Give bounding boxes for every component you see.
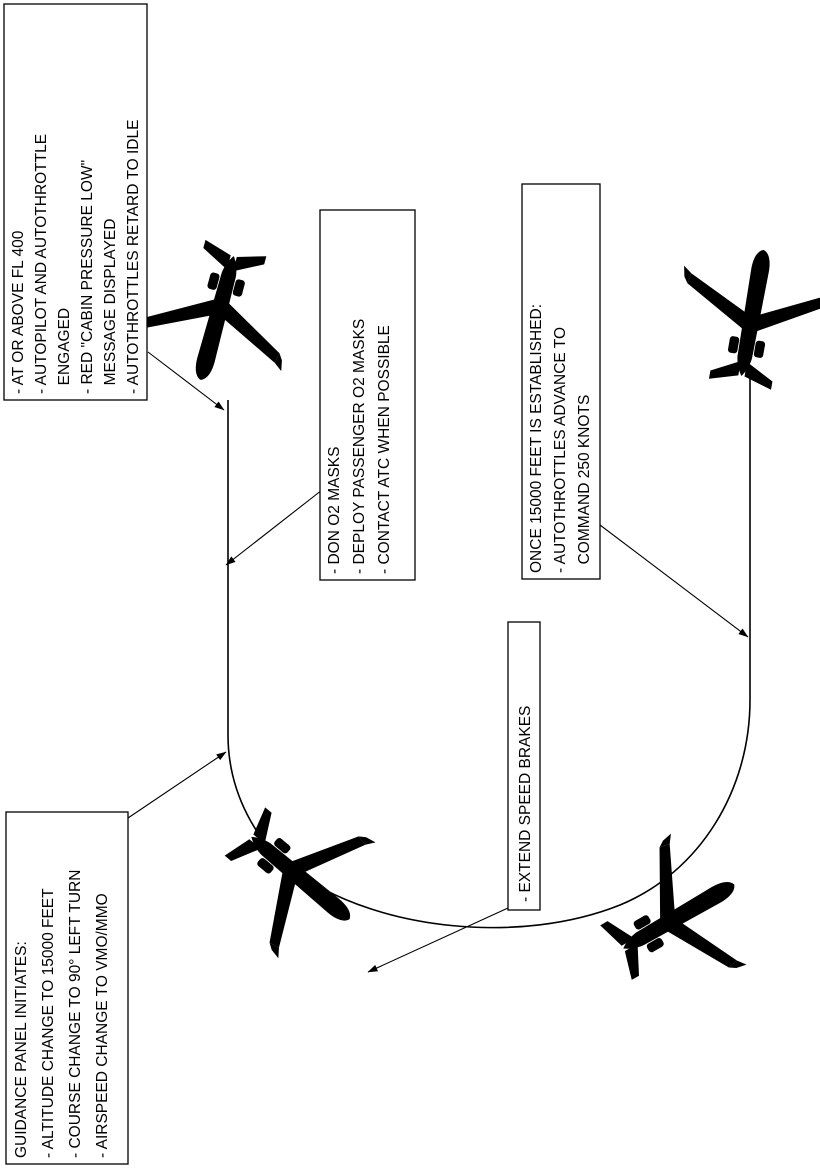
leader-cruise <box>147 351 225 411</box>
leader-level-off <box>599 524 749 638</box>
aircraft-level-off <box>664 236 820 398</box>
callout-guidance-line-1: GUIDANCE PANEL INITIATES: <box>13 941 30 1158</box>
callout-cruise-line-2: - AUTOPILOT AND AUTOTHROTTLE <box>33 134 50 394</box>
callout-level-off-line-1: ONCE 15000 FEET IS ESTABLISHED: <box>528 304 545 573</box>
callout-guidance-line-2: - ALTITUDE CHANGE TO 15000 FEET <box>40 888 57 1158</box>
callout-masks-line-3: - CONTACT ATC WHEN POSSIBLE <box>376 325 393 574</box>
callout-guidance-line-4: - AIRSPEED CHANGE TO VMO/MMO <box>94 893 111 1158</box>
callout-level-off: ONCE 15000 FEET IS ESTABLISHED: - AUTOTH… <box>521 183 601 580</box>
callout-cruise-line-5: MESSAGE DISPLAYED <box>102 219 119 394</box>
callout-level-off-line-3: COMMAND 250 KNOTS <box>576 395 593 573</box>
aircraft-descent <box>577 818 773 1019</box>
aircraft-cruise <box>127 227 310 401</box>
callout-masks-line-2: - DEPLOY PASSENGER O2 MASKS <box>351 319 368 574</box>
leader-speed-brakes <box>367 907 509 973</box>
callout-cruise-line-3: ENGAGED <box>56 308 73 394</box>
callout-masks-line-1: - DON O2 MASKS <box>326 447 343 574</box>
callout-guidance: GUIDANCE PANEL INITIATES: - ALTITUDE CHA… <box>5 811 129 1165</box>
aircraft-turn-start <box>195 772 399 978</box>
callout-masks: - DON O2 MASKS - DEPLOY PASSENGER O2 MAS… <box>319 209 416 581</box>
callout-speed-brakes: - EXTEND SPEED BRAKES <box>507 621 541 911</box>
callout-guidance-line-3: - COURSE CHANGE TO 90° LEFT TURN <box>67 870 84 1158</box>
callout-cruise: - AT OR ABOVE FL 400 - AUTOPILOT AND AUT… <box>3 3 148 401</box>
callout-cruise-line-4: - RED "CABIN PRESSURE LOW" <box>79 160 96 394</box>
callout-cruise-line-6: - AUTOTHROTTLES RETARD TO IDLE <box>125 120 142 394</box>
callout-cruise-line-1: - AT OR ABOVE FL 400 <box>10 230 27 394</box>
callout-speed-brakes-line-1: - EXTEND SPEED BRAKES <box>517 706 534 902</box>
leader-masks <box>225 489 323 566</box>
flight-path <box>227 370 751 929</box>
leader-guidance <box>127 751 227 819</box>
callout-level-off-line-2: - AUTOTHROTTLES ADVANCE TO <box>552 327 569 573</box>
